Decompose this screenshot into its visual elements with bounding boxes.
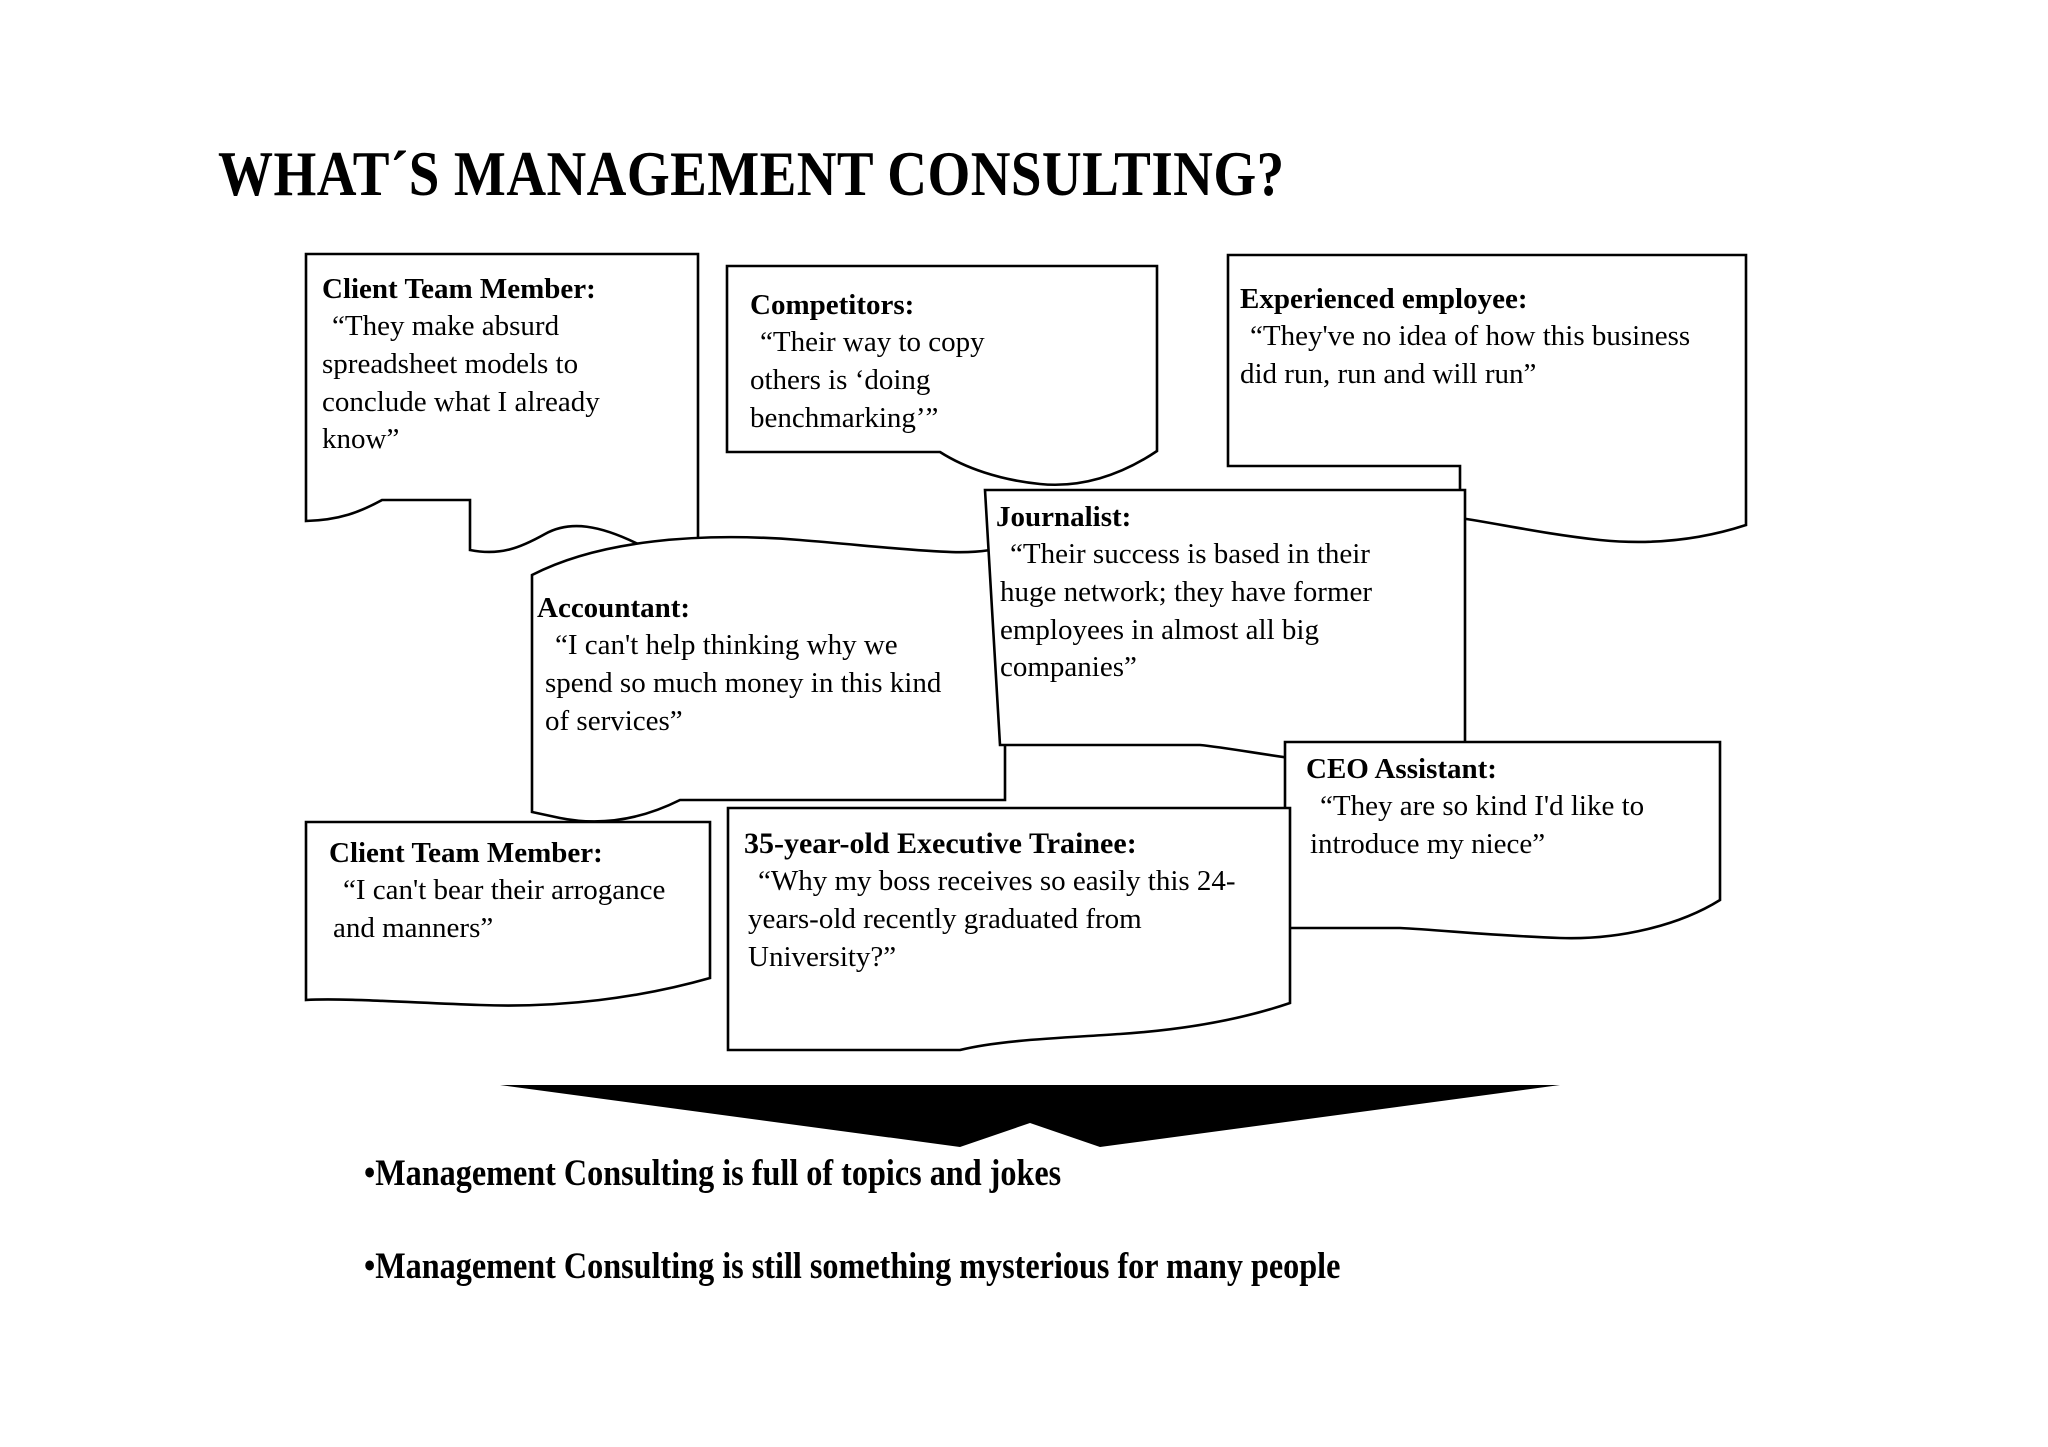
bubble-client-team-member-1: Client Team Member: “They make absurd sp… [322, 272, 667, 459]
bullet-dot-icon: • [364, 1246, 376, 1287]
bubble-quote-text: “They've no idea of how this business di… [1240, 320, 1691, 390]
bubble-quote-text: “They make absurd spreadsheet models to … [322, 310, 600, 456]
bubble-speaker-label: Accountant: [537, 592, 691, 624]
bubble-accountant: Accountant: “I can't help thinking why w… [537, 591, 945, 740]
bubble-speaker-label: Experienced employee: [1240, 283, 1528, 315]
bubble-quote-text: “Their success is based in their huge ne… [1000, 538, 1373, 684]
bubble-quote-text: “I can't bear their arrogance and manner… [333, 874, 666, 944]
bubble-competitors: Competitors: “Their way to copy others i… [750, 288, 1050, 437]
bullet-dot-icon: • [364, 1153, 376, 1194]
bubble-speaker-label: CEO Assistant: [1306, 753, 1497, 785]
page-title: WHAT´S MANAGEMENT CONSULTING? [218, 138, 1285, 209]
bubble-speaker-label: 35-year-old Executive Trainee: [744, 827, 1137, 860]
conclusion-bullet-text: Management Consulting is full of topics … [375, 1153, 1062, 1194]
conclusion-bullet-2: •Management Consulting is still somethin… [364, 1245, 1340, 1288]
bubble-experienced-employee: Experienced employee: “They've no idea o… [1240, 282, 1730, 394]
bubble-speaker-label: Competitors: [750, 289, 915, 321]
bubble-quote-text: “Their way to copy others is ‘doing benc… [750, 326, 985, 434]
bubble-quote-text: “Why my boss receives so easily this 24-… [748, 865, 1236, 973]
bubble-journalist: Journalist: “Their success is based in t… [996, 500, 1425, 687]
bubble-executive-trainee: 35-year-old Executive Trainee: “Why my b… [744, 826, 1293, 976]
bubble-client-team-member-2: Client Team Member: “I can't bear their … [329, 836, 713, 948]
bubble-speaker-label: Client Team Member: [322, 273, 596, 305]
bubble-quote-text: “They are so kind I'd like to introduce … [1310, 790, 1645, 860]
bubble-speaker-label: Journalist: [996, 501, 1132, 533]
down-chevron-icon [500, 1085, 1560, 1147]
bubble-ceo-assistant: CEO Assistant: “They are so kind I'd lik… [1306, 752, 1700, 864]
bubble-quote-text: “I can't help thinking why we spend so m… [545, 629, 942, 737]
bubble-speaker-label: Client Team Member: [329, 837, 603, 869]
conclusion-bullet-text: Management Consulting is still something… [375, 1246, 1341, 1287]
conclusion-bullet-1: •Management Consulting is full of topics… [364, 1152, 1061, 1195]
